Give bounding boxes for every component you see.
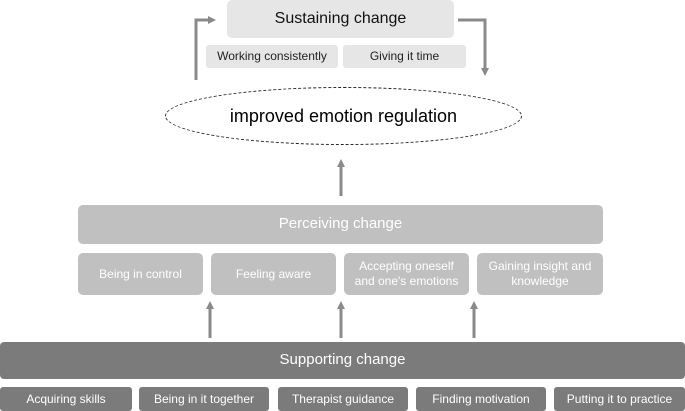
outcome-label: improved emotion regulation <box>229 105 458 126</box>
perceiving-item-accepting-oneself: Accepting oneself and one's emotions <box>344 253 469 295</box>
supporting-item-therapist-guidance: Therapist guidance <box>278 387 408 411</box>
sustaining-item-giving-it-time: Giving it time <box>343 45 466 68</box>
supporting-item-being-in-it-together: Being in it together <box>139 387 269 411</box>
supporting-change-title: Supporting change <box>0 342 685 379</box>
perceiving-item-feeling-aware: Feeling aware <box>211 253 336 295</box>
outcome-ellipse: improved emotion regulation <box>165 87 522 145</box>
perceiving-change-title: Perceiving change <box>78 205 603 244</box>
perceiving-item-gaining-insight: Gaining insight and knowledge <box>477 253 603 295</box>
supporting-item-putting-it-to-practice: Putting it to practice <box>554 387 685 411</box>
sustaining-change-title: Sustaining change <box>227 0 454 38</box>
perceiving-item-being-in-control: Being in control <box>78 253 203 295</box>
supporting-item-acquiring-skills: Acquiring skills <box>0 387 132 411</box>
supporting-item-finding-motivation: Finding motivation <box>416 387 546 411</box>
sustaining-item-working-consistently: Working consistently <box>206 45 338 68</box>
